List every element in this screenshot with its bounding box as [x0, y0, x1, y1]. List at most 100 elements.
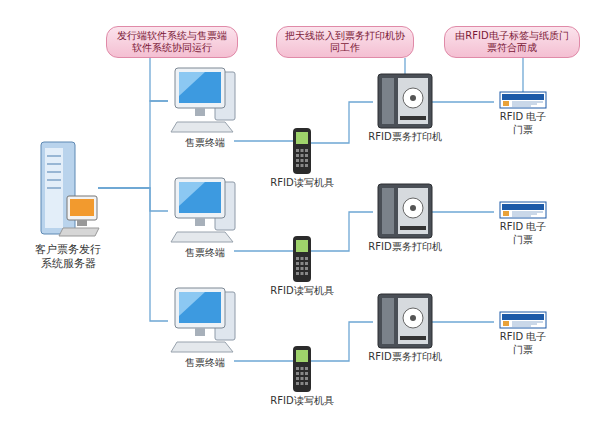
printer-icon [370, 182, 440, 240]
reader-node: RFID读写机具 [262, 126, 342, 190]
reader-key [301, 164, 304, 167]
printer-icon [370, 72, 440, 130]
printer-panel [382, 188, 394, 234]
node-label: 售票终端 [175, 247, 235, 260]
printer-icon [370, 292, 440, 350]
reader-key [301, 257, 304, 260]
reader-key [296, 164, 299, 167]
printer-panel [382, 298, 394, 344]
node-label: RFID读写机具 [263, 285, 341, 298]
ticket-icon [499, 310, 547, 330]
connector-line [308, 102, 373, 143]
node-label: RFID 电子门票 [498, 111, 548, 136]
ticket-print [512, 324, 537, 325]
pc-node: 售票终端 [160, 286, 250, 370]
reader-icon [287, 126, 317, 176]
reader-key [301, 382, 304, 385]
reader-key [296, 262, 299, 265]
connector-line [98, 188, 168, 211]
reader-key [305, 262, 308, 265]
printer-cover [398, 78, 428, 124]
node-label: RFID票务打印机 [356, 241, 454, 254]
pc-icon [169, 286, 241, 356]
reader-key [301, 377, 304, 380]
reader-key [305, 382, 308, 385]
ticket-icon [499, 200, 547, 220]
connector-line [98, 188, 168, 321]
reader-key [305, 164, 308, 167]
reader-key [301, 372, 304, 375]
ticket-print [512, 104, 537, 105]
node-label: RFID 电子门票 [498, 331, 548, 356]
connector-line [234, 250, 296, 251]
reader-key [305, 272, 308, 275]
pc-screen-glare [179, 182, 205, 206]
printer-roll [403, 308, 423, 328]
reader-icon [287, 234, 317, 284]
ticket-logo [503, 101, 509, 106]
reader-key [301, 159, 304, 162]
node-label: 售票终端 [175, 357, 235, 370]
printer-roll [403, 198, 423, 218]
ticket-band [502, 204, 544, 210]
reader-node: RFID读写机具 [262, 234, 342, 298]
reader-key [305, 367, 308, 370]
ticket-print [512, 214, 537, 215]
pc-screen-glare [179, 72, 205, 96]
printer-hub [410, 95, 416, 101]
connector-line [429, 321, 494, 322]
pc-keyboard [171, 342, 233, 352]
server-slot [47, 163, 61, 165]
banner-text: 发行端软件系统与售票端软件系统协同运行 [115, 30, 229, 54]
server-slot [47, 155, 61, 157]
ticket-node: RFID 电子门票 [490, 90, 556, 136]
printer-hub [410, 205, 416, 211]
node-label: 客户票务发行系统服务器 [33, 243, 103, 271]
ticket-logo [503, 211, 509, 216]
reader-key [296, 257, 299, 260]
reader-key [296, 372, 299, 375]
printer-body [378, 74, 432, 128]
callout-banner: 发行端软件系统与售票端软件系统协同运行 [106, 26, 238, 58]
connector-line [308, 212, 373, 251]
reader-key [296, 367, 299, 370]
ticket-print [512, 212, 543, 213]
ticket-card [500, 202, 546, 218]
printer-slot [400, 226, 426, 230]
reader-key [296, 377, 299, 380]
ticket-print [512, 102, 543, 103]
ticket-icon [499, 90, 547, 110]
pc-stand [195, 108, 205, 116]
reader-key [305, 377, 308, 380]
reader-screen [296, 350, 308, 362]
reader-key [301, 267, 304, 270]
printer-body [378, 184, 432, 238]
connector-line [98, 101, 168, 188]
pc-screen-glare [179, 292, 205, 316]
printer-cover [398, 298, 428, 344]
server-slot [47, 187, 61, 189]
ticket-node: RFID 电子门票 [490, 200, 556, 246]
printer-cover [398, 188, 428, 234]
callout-banner: 把天线嵌入到票务打印机协同工作 [276, 26, 414, 58]
printer-panel [382, 78, 394, 124]
ticket-card [500, 312, 546, 328]
reader-key [301, 262, 304, 265]
connector-line [429, 211, 494, 212]
pc-keyboard [171, 232, 233, 242]
reader-key [301, 272, 304, 275]
server-stand [77, 220, 87, 226]
reader-key [296, 272, 299, 275]
reader-key [305, 159, 308, 162]
reader-key [296, 154, 299, 157]
server-slot [47, 171, 61, 173]
reader-screen [296, 240, 308, 252]
ticket-print [512, 216, 531, 217]
reader-body [293, 128, 311, 174]
server-screen [70, 199, 94, 216]
node-label: RFID 电子门票 [498, 221, 548, 246]
connector-line [404, 58, 405, 76]
ticket-print [512, 326, 531, 327]
server-keyboard [59, 228, 99, 236]
